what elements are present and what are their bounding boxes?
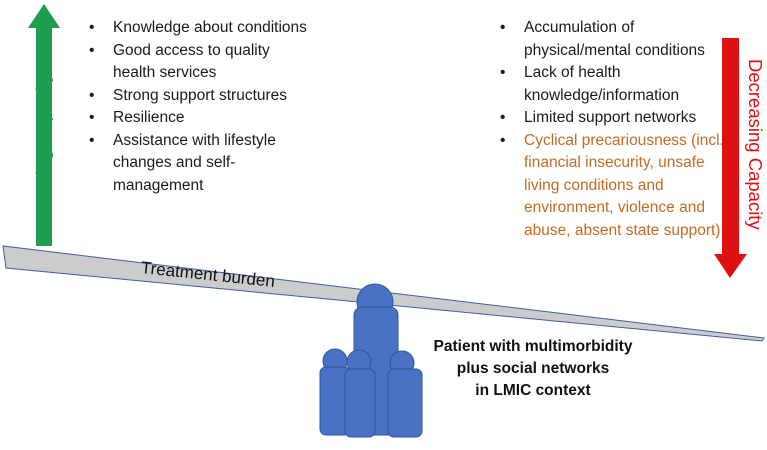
person-body-right	[387, 368, 423, 438]
list-item-highlighted: Cyclical precariousness (incl. financial…	[497, 130, 727, 243]
people-icon	[319, 283, 423, 438]
decreasing-capacity-label: Decreasing Capacity	[745, 59, 766, 230]
patient-label-line: Patient with multimorbidity	[433, 338, 633, 355]
person-body-middle	[344, 368, 376, 438]
list-item: Assistance with lifestyle changes and se…	[86, 130, 316, 198]
list-item: Strong support structures	[86, 85, 316, 108]
decreasing-capacity-list: Accumulation of physical/mental conditio…	[497, 17, 727, 242]
list-item: Knowledge about conditions	[86, 17, 316, 40]
list-item: Accumulation of physical/mental conditio…	[497, 17, 727, 62]
increasing-capacity-label: Increasing Capacity	[32, 72, 53, 236]
patient-label: Patient with multimorbidity plus social …	[415, 336, 651, 402]
increasing-capacity-list: Knowledge about conditions Good access t…	[86, 17, 316, 197]
patient-label-line: plus social networks	[456, 360, 610, 377]
list-item: Good access to quality health services	[86, 40, 316, 85]
patient-label-line: in LMIC context	[475, 382, 591, 399]
list-item: Limited support networks	[497, 107, 727, 130]
list-item: Lack of health knowledge/information	[497, 62, 727, 107]
list-item: Resilience	[86, 107, 316, 130]
increasing-arrow	[28, 4, 60, 246]
